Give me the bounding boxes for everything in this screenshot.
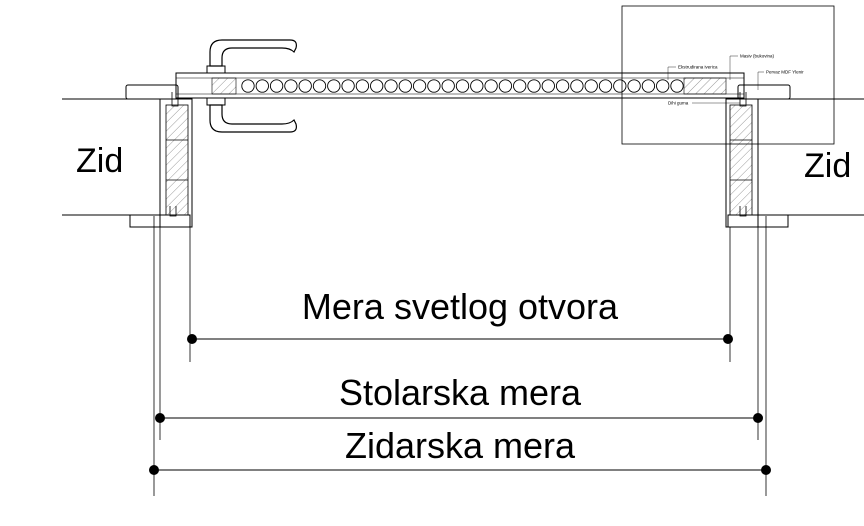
core-cell	[269, 79, 284, 93]
left-frame	[125, 84, 193, 228]
core-cell	[341, 79, 355, 93]
core-cell	[613, 79, 627, 93]
core-cell	[241, 79, 255, 93]
core-cell	[484, 79, 498, 93]
core-cell	[627, 79, 641, 93]
label-mdf-casing: Pervaz MDF Ylenir	[766, 70, 804, 75]
label-clear-opening: Mera svetlog otvora	[302, 286, 619, 327]
dimension-dot-icon	[155, 413, 165, 423]
core-cell	[498, 79, 513, 93]
label-joinery-dimension: Stolarska mera	[339, 372, 582, 413]
core-cell	[370, 79, 384, 93]
label-rubber-seal: Dihi guma	[668, 101, 689, 106]
core-cell	[327, 79, 341, 93]
dimension-masonry: Zidarska mera	[149, 425, 771, 475]
door-leaf	[175, 72, 745, 99]
detail-callout-box: Ekstrudirana iverica Masiv (bukovina) Pe…	[621, 5, 835, 145]
dimension-dot-icon	[149, 465, 159, 475]
extruded-core	[241, 79, 684, 93]
core-cell	[541, 79, 555, 93]
dimension-clear-opening: Mera svetlog otvora	[187, 286, 733, 344]
core-cell	[298, 79, 312, 93]
core-cell	[455, 79, 470, 93]
wall-label-left: Zid	[76, 142, 123, 180]
core-cell	[441, 79, 455, 93]
core-cell	[384, 79, 398, 93]
dimension-dot-icon	[761, 465, 771, 475]
core-cell	[584, 79, 598, 93]
core-cell	[670, 79, 684, 93]
core-cell	[412, 79, 427, 93]
core-cell	[555, 79, 570, 93]
label-masonry-dimension: Zidarska mera	[345, 425, 576, 466]
core-cell	[641, 79, 656, 93]
right-frame	[725, 84, 791, 228]
core-cell	[427, 79, 441, 93]
dimension-dot-icon	[723, 334, 733, 344]
door-handle-icon	[206, 39, 297, 133]
core-cell	[470, 79, 484, 93]
core-cell	[513, 79, 527, 93]
core-cell	[355, 79, 370, 93]
label-solid-beech: Masiv (bukovina)	[740, 54, 775, 59]
wall-label-right: Zid	[804, 147, 851, 185]
core-cell	[398, 79, 412, 93]
core-cell	[312, 79, 327, 93]
core-cell	[255, 79, 269, 93]
core-cell	[284, 79, 298, 93]
dimension-joinery: Stolarska mera	[155, 372, 763, 423]
core-cell	[656, 79, 670, 93]
label-extruded-core: Ekstrudirana iverica	[678, 65, 718, 70]
dimension-dot-icon	[753, 413, 763, 423]
core-cell	[570, 79, 584, 93]
dimension-dot-icon	[187, 334, 197, 344]
core-cell	[527, 79, 541, 93]
core-cell	[598, 79, 613, 93]
